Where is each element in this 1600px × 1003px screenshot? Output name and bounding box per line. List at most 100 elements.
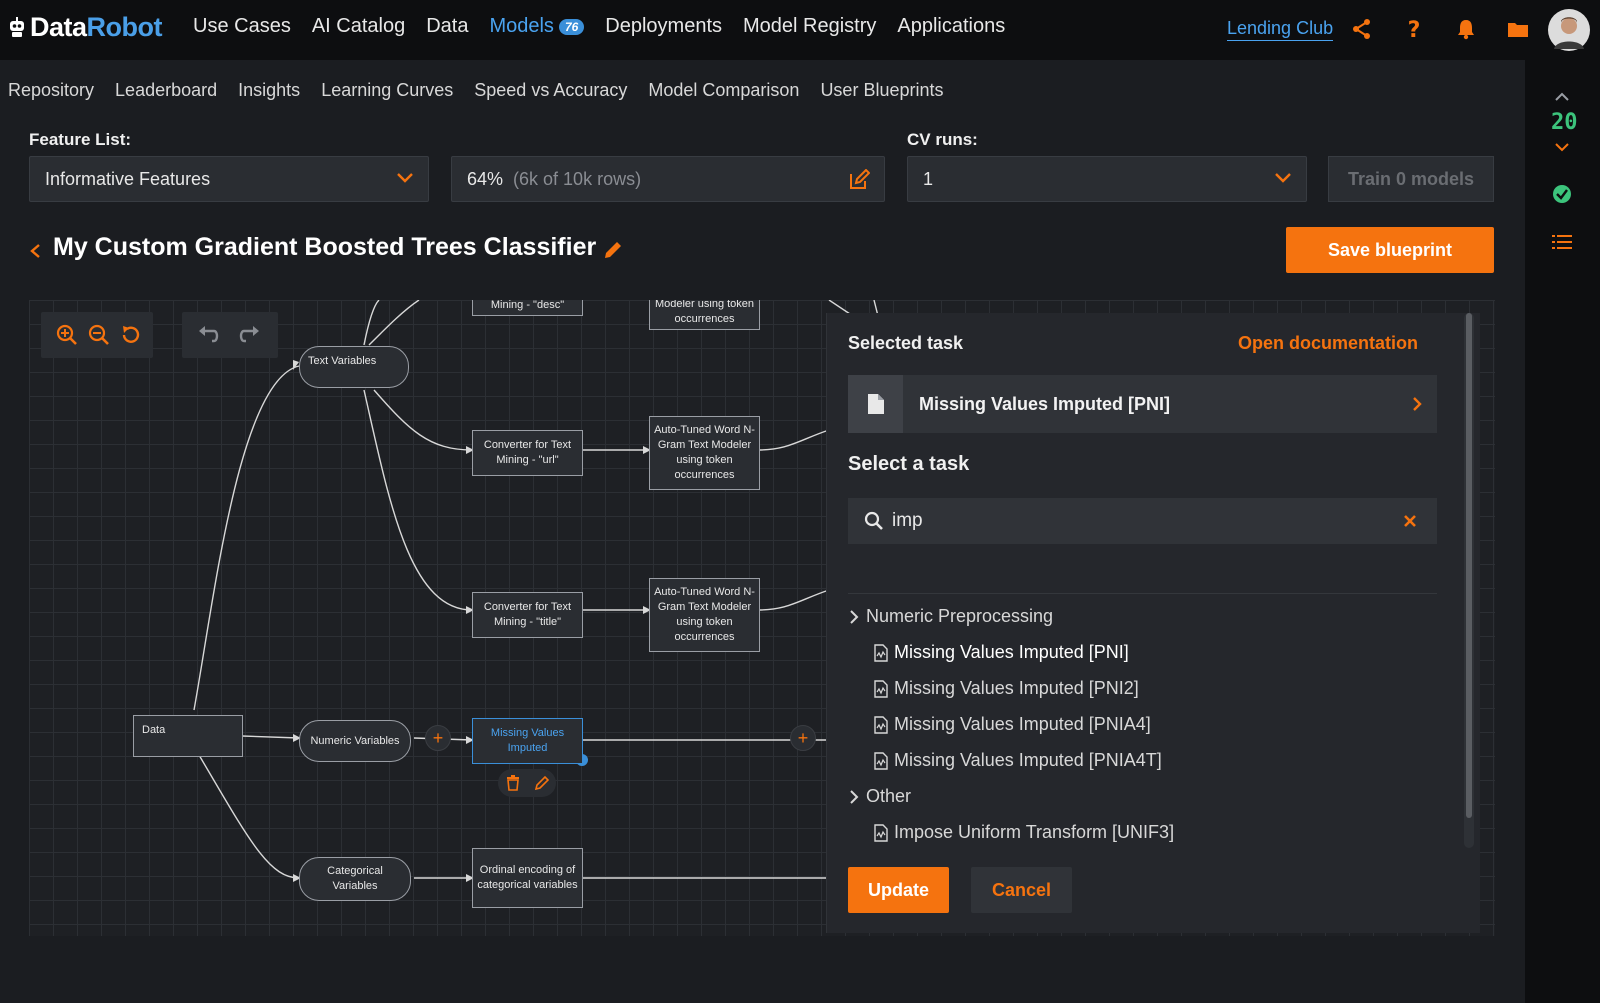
node-numeric-variables[interactable]: Numeric Variables (299, 720, 411, 762)
right-rail: 20 (1525, 60, 1600, 1003)
rename-pencil-icon[interactable] (603, 240, 623, 260)
chevron-right-icon (850, 609, 859, 624)
svg-text:?: ? (1408, 18, 1421, 40)
zoom-toolbar (41, 312, 153, 358)
task-option-pnia4[interactable]: Missing Values Imputed [PNIA4] (874, 714, 1151, 735)
open-documentation-link[interactable]: Open documentation (1238, 333, 1418, 353)
node-text-variables[interactable]: Text Variables (299, 346, 409, 388)
subnav-leaderboard[interactable]: Leaderboard (115, 80, 218, 100)
feature-list-select[interactable]: Informative Features (29, 156, 429, 202)
sample-rows: (6k of 10k rows) (513, 168, 642, 189)
sample-percent: 64% (467, 168, 504, 189)
blueprint-title: My Custom Gradient Boosted Trees Classif… (53, 233, 597, 261)
notifications-bell-icon[interactable] (1455, 18, 1477, 40)
queue-count: 20 (1551, 110, 1578, 135)
nav-ai-catalog[interactable]: AI Catalog (311, 15, 406, 37)
node-missing-values-imputed[interactable]: Missing Values Imputed (472, 718, 583, 764)
nav-data[interactable]: Data (426, 15, 469, 37)
nav-deployments[interactable]: Deployments (605, 15, 723, 37)
selected-task-heading: Selected task (848, 333, 964, 353)
scrollbar-thumb[interactable] (1466, 313, 1472, 818)
node-ngram-title[interactable]: Auto-Tuned Word N-Gram Text Modeler usin… (649, 578, 760, 652)
update-button[interactable]: Update (848, 867, 949, 913)
nav-use-cases[interactable]: Use Cases (193, 15, 291, 37)
search-icon (864, 511, 883, 530)
sample-size-field[interactable]: 64% (6k of 10k rows) (451, 156, 885, 202)
folder-icon[interactable] (1507, 18, 1529, 40)
task-option-label: Impose Uniform Transform [UNIF3] (894, 822, 1175, 842)
subnav-speed-vs-accuracy[interactable]: Speed vs Accuracy (474, 80, 628, 100)
cv-runs-select[interactable]: 1 (907, 156, 1307, 202)
chevron-right-icon (850, 789, 859, 804)
help-icon[interactable]: ? (1403, 18, 1425, 40)
list-icon[interactable] (1552, 234, 1572, 250)
subnav-learning-curves[interactable]: Learning Curves (321, 80, 454, 100)
task-option-label: Missing Values Imputed [PNI2] (894, 678, 1139, 698)
node-converter-desc[interactable]: Mining - "desc" (472, 300, 583, 316)
task-option-pni2[interactable]: Missing Values Imputed [PNI2] (874, 678, 1139, 699)
redo-icon[interactable] (238, 323, 262, 347)
panel-scrollbar[interactable] (1464, 313, 1474, 848)
user-avatar[interactable] (1548, 9, 1590, 51)
task-option-pni[interactable]: Missing Values Imputed [PNI] (874, 642, 1129, 663)
task-file-icon (874, 679, 888, 698)
nav-models-label: Models (489, 15, 554, 37)
zoom-out-icon[interactable] (87, 323, 111, 347)
node-ordinal-encoding[interactable]: Ordinal encoding of categorical variable… (472, 848, 583, 908)
task-option-unif3[interactable]: Impose Uniform Transform [UNIF3] (874, 822, 1174, 843)
train-models-button[interactable]: Train 0 models (1328, 156, 1494, 202)
search-value: imp (892, 510, 923, 531)
brand-robot: Robot (86, 12, 163, 42)
cv-runs-value: 1 (923, 168, 934, 189)
task-option-pnia4t[interactable]: Missing Values Imputed [PNIA4T] (874, 750, 1162, 771)
node-converter-url[interactable]: Converter for Text Mining - "url" (472, 430, 583, 476)
chevron-down-icon[interactable] (1555, 142, 1569, 152)
add-node-button[interactable]: + (790, 725, 816, 751)
history-toolbar (182, 312, 278, 358)
clear-search-icon[interactable] (1403, 514, 1417, 528)
feature-list-value: Informative Features (45, 168, 211, 189)
blueprint-connections (193, 300, 880, 882)
task-file-icon (874, 715, 888, 734)
task-panel: Selected task Open documentation Missing… (826, 313, 1480, 933)
chevron-up-icon[interactable] (1555, 92, 1569, 102)
group-numeric-preprocessing[interactable]: Numeric Preprocessing (848, 606, 1053, 627)
task-option-label: Missing Values Imputed [PNI] (894, 642, 1129, 662)
check-circle-icon[interactable] (1552, 184, 1572, 204)
nav-model-registry[interactable]: Model Registry (743, 15, 877, 37)
group-other[interactable]: Other (848, 786, 911, 807)
zoom-in-icon[interactable] (55, 323, 79, 347)
document-icon (848, 375, 903, 433)
save-blueprint-button[interactable]: Save blueprint (1286, 227, 1494, 273)
subnav-insights[interactable]: Insights (238, 80, 301, 100)
subnav-repository[interactable]: Repository (8, 80, 95, 100)
reset-view-icon[interactable] (119, 323, 143, 347)
nav-applications[interactable]: Applications (897, 15, 1006, 37)
edit-icon[interactable] (848, 169, 870, 191)
node-converter-title[interactable]: Converter for Text Mining - "title" (472, 592, 583, 638)
add-node-button[interactable]: + (425, 725, 451, 751)
chevron-right-icon (1413, 397, 1422, 411)
node-ngram-desc[interactable]: Modeler using token occurrences (649, 300, 760, 330)
selected-task-card[interactable]: Missing Values Imputed [PNI] (848, 375, 1437, 433)
task-option-label: Missing Values Imputed [PNIA4T] (894, 750, 1162, 770)
task-search-input[interactable]: imp (848, 498, 1437, 544)
node-categorical-variables[interactable]: Categorical Variables (299, 857, 411, 901)
subnav-user-blueprints[interactable]: User Blueprints (820, 80, 944, 100)
undo-icon[interactable] (196, 323, 220, 347)
share-icon[interactable] (1351, 18, 1373, 40)
subnav-model-comparison[interactable]: Model Comparison (648, 80, 800, 100)
back-chevron-icon[interactable] (29, 243, 41, 259)
task-file-icon (874, 643, 888, 662)
edit-node-pencil-icon[interactable] (534, 776, 549, 790)
node-data[interactable]: Data (133, 715, 243, 757)
cancel-button[interactable]: Cancel (971, 867, 1072, 913)
project-link[interactable]: Lending Club (1227, 18, 1334, 41)
node-ngram-url[interactable]: Auto-Tuned Word N-Gram Text Modeler usin… (649, 416, 760, 490)
models-count-badge: 76 (558, 18, 585, 35)
trash-icon[interactable] (506, 775, 520, 791)
